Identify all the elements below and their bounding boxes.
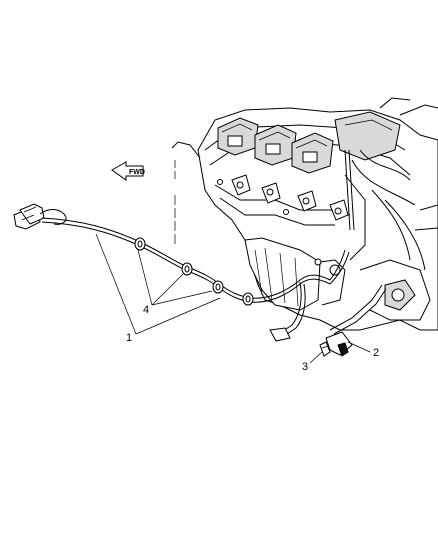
callout-1: 1 <box>126 332 132 344</box>
callout-2: 2 <box>373 347 379 359</box>
engine-assembly <box>171 97 438 331</box>
callout-4: 4 <box>143 304 149 316</box>
callout-3: 3 <box>302 361 308 373</box>
harness-connector <box>13 203 67 230</box>
retaining-clip <box>319 341 331 357</box>
grommet <box>212 280 224 294</box>
direction-arrow-label: FWD <box>129 169 145 176</box>
wiring-harness <box>13 160 350 342</box>
grommet <box>242 292 254 306</box>
coil-pack-3 <box>291 132 334 174</box>
direction-arrow-icon: FWD <box>111 161 145 181</box>
coil-pack-2 <box>254 124 297 166</box>
oxygen-sensor <box>325 284 387 357</box>
leader-lines <box>95 233 371 364</box>
grommet <box>181 262 193 276</box>
grommet <box>134 237 146 251</box>
